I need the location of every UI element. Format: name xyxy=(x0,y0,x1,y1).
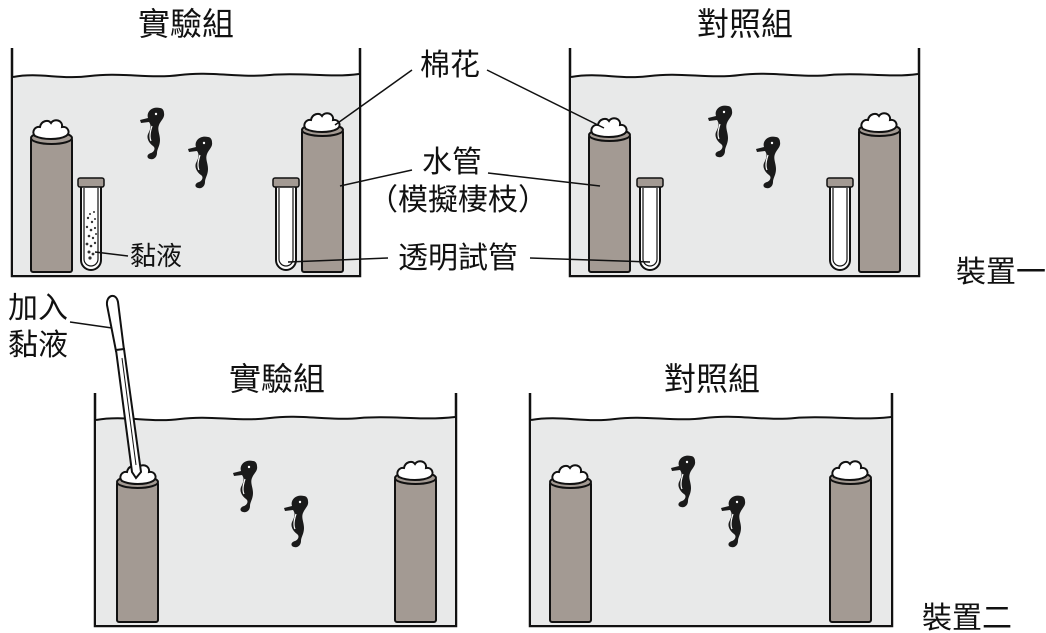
pipe-icon xyxy=(116,475,159,623)
setup1-experimental-title: 實驗組 xyxy=(138,5,234,43)
mucus-dots xyxy=(85,211,97,260)
water-pipe-callout: 水管 xyxy=(422,145,482,180)
setup1-label: 裝置一 xyxy=(956,255,1046,290)
leader-line xyxy=(529,257,651,263)
leader-line xyxy=(334,69,413,126)
test-tube-icon xyxy=(77,177,105,271)
leader-line xyxy=(487,172,601,187)
leader-line xyxy=(94,251,129,257)
setup2-label: 裝置二 xyxy=(922,601,1012,633)
setup2-control-title: 對照組 xyxy=(664,360,760,398)
dropper-icon xyxy=(105,294,143,480)
leader-line xyxy=(486,69,605,129)
leader-line xyxy=(287,257,389,263)
pipe-icon xyxy=(394,471,437,623)
test-tube-icon xyxy=(272,177,300,271)
setup2-experimental-title: 實驗組 xyxy=(229,360,325,398)
setup1-control-title: 對照組 xyxy=(697,5,793,43)
setup2-control-tank xyxy=(528,393,894,628)
cotton-callout: 棉花 xyxy=(420,48,480,83)
pipe-icon xyxy=(588,128,631,273)
test-tube-icon xyxy=(826,177,854,271)
pipe-icon xyxy=(858,123,901,273)
setup1-control-tank xyxy=(568,48,921,278)
pipe-icon xyxy=(30,131,73,273)
setup2-experimental-tank xyxy=(93,393,458,628)
add-mucus-callout-line1: 加入 xyxy=(8,291,68,326)
leader-line xyxy=(69,321,113,329)
pipe-icon xyxy=(301,123,344,273)
pipe-icon xyxy=(549,475,592,623)
add-mucus-callout-line2: 黏液 xyxy=(8,328,68,363)
setup1-experimental-tank xyxy=(10,48,362,278)
test-tube-icon xyxy=(636,177,664,271)
pipe-icon xyxy=(829,471,872,623)
mucus-callout: 黏液 xyxy=(130,242,182,272)
simulated-branch-callout: （模擬棲枝） xyxy=(368,183,548,218)
leader-line xyxy=(339,169,413,187)
transparent-tube-callout: 透明試管 xyxy=(398,241,518,276)
